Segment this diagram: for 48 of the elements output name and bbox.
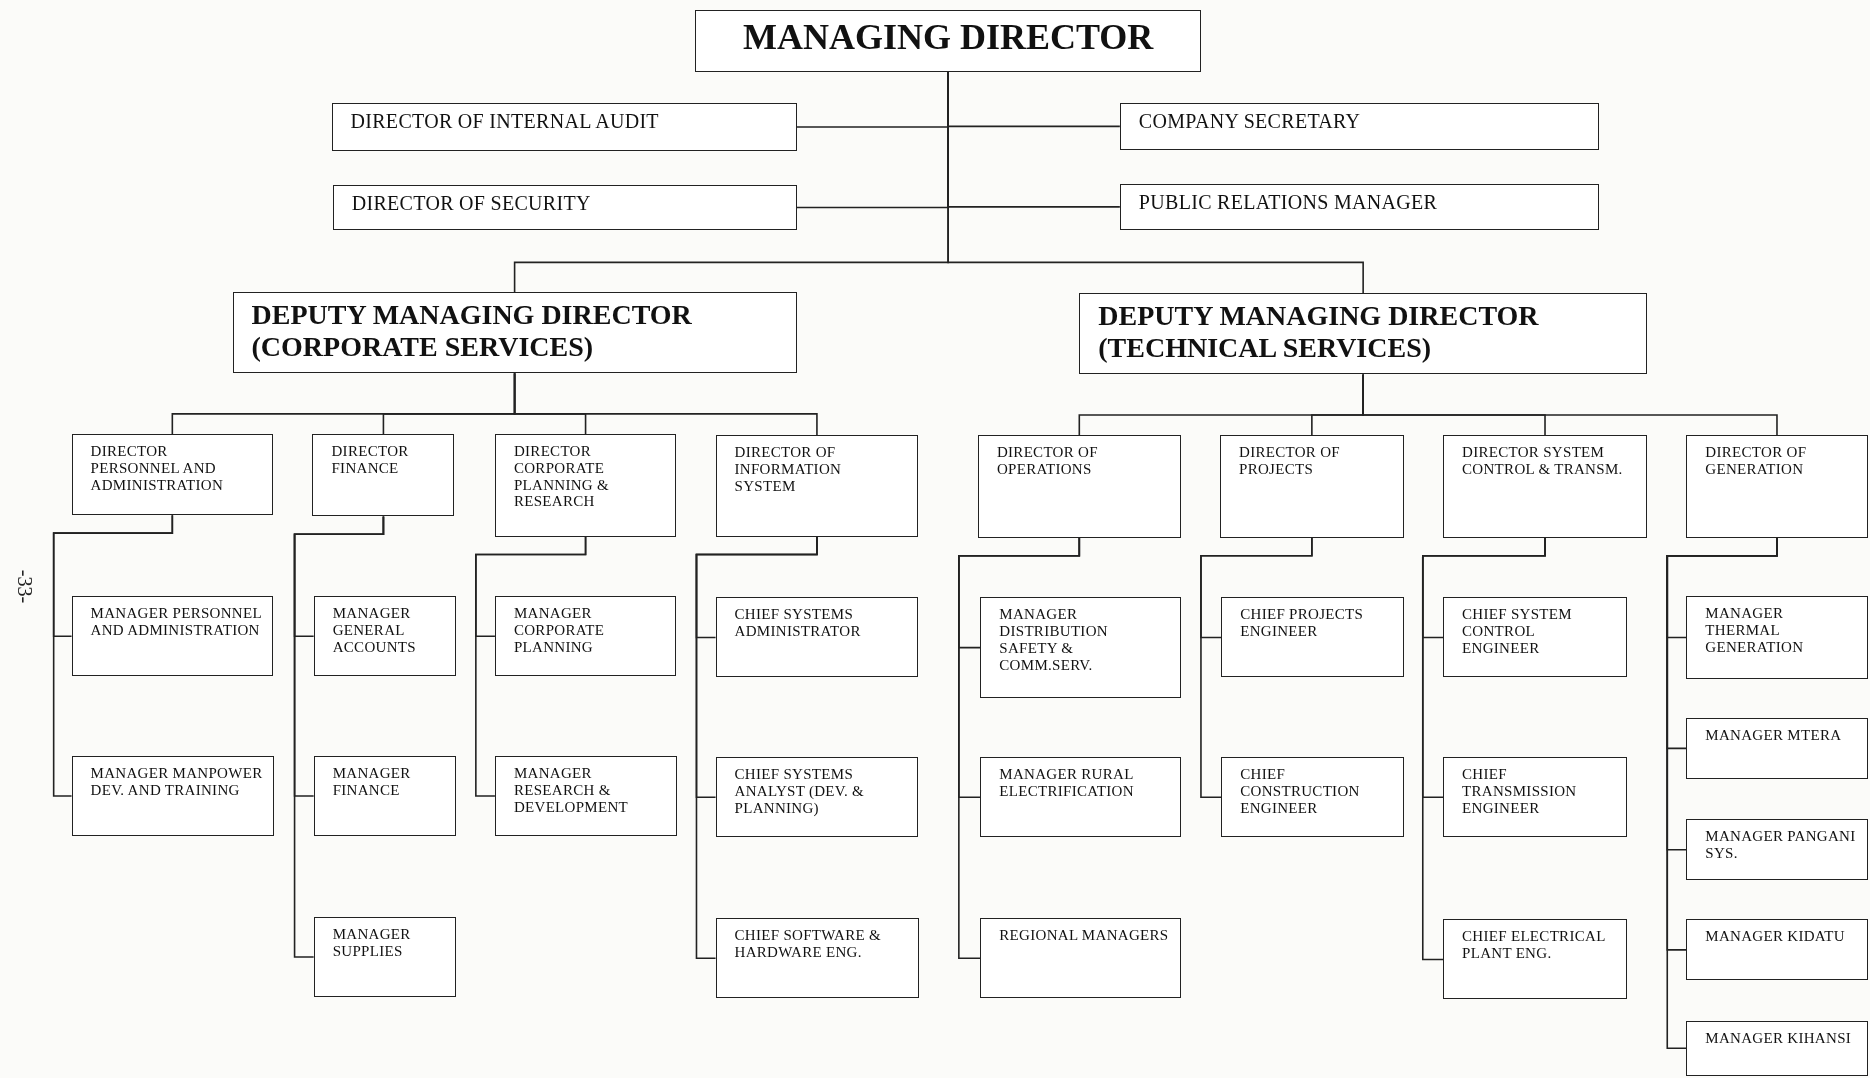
manager-box: MANAGER GENERAL ACCOUNTS	[313, 596, 456, 677]
manager-box: MANAGER DISTRIBUTION SAFETY & COMM.SERV.	[980, 597, 1181, 698]
manager-box: CHIEF SOFTWARE & HARDWARE ENG.	[715, 918, 920, 999]
office-box: DIRECTOR OF INTERNAL AUDIT	[331, 102, 797, 152]
manager-box: CHIEF SYSTEMS ANALYST (DEV. & PLANNING)	[715, 757, 919, 838]
director-box: DIRECTOR FINANCE	[312, 434, 455, 517]
office-box: PUBLIC RELATIONS MANAGER	[1119, 183, 1600, 231]
manager-box: MANAGER PERSONNEL AND ADMINISTRATION	[71, 596, 274, 677]
director-box: DIRECTOR OF GENERATION	[1686, 435, 1868, 538]
manager-box: CHIEF SYSTEM CONTROL ENGINEER	[1443, 597, 1627, 678]
director-box: DIRECTOR OF INFORMATION SYSTEM	[715, 435, 919, 537]
manager-box: MANAGER MANPOWER DEV. AND TRAINING	[71, 756, 275, 836]
director-box: DIRECTOR OF PROJECTS	[1220, 435, 1404, 538]
director-box: DIRECTOR OF OPERATIONS	[977, 435, 1181, 538]
manager-box: MANAGER PANGANI SYS.	[1686, 819, 1868, 881]
manager-box: MANAGER THERMAL GENERATION	[1686, 596, 1868, 679]
connector-line	[1362, 373, 1778, 437]
connector-line	[513, 372, 818, 437]
director-box: DIRECTOR CORPORATE PLANNING & RESEARCH	[494, 434, 677, 537]
manager-box: MANAGER SUPPLIES	[313, 917, 456, 997]
executive-box: MANAGING DIRECTOR	[695, 9, 1201, 72]
manager-box: CHIEF TRANSMISSION ENGINEER	[1443, 757, 1627, 838]
office-box: COMPANY SECRETARY	[1119, 102, 1600, 151]
manager-box: CHIEF PROJECTS ENGINEER	[1221, 597, 1404, 678]
connector-line	[1421, 537, 1546, 961]
manager-box: MANAGER MTERA	[1686, 717, 1868, 779]
manager-box: MANAGER KIHANSI	[1686, 1020, 1868, 1076]
connector-line	[695, 535, 818, 960]
deputy-box: DEPUTY MANAGING DIRECTOR (TECHNICAL SERVICES)	[1079, 293, 1647, 375]
connector-line	[52, 514, 174, 797]
manager-box: MANAGER RURAL ELECTRIFICATION	[980, 757, 1181, 838]
manager-box: MANAGER FINANCE	[313, 756, 456, 836]
director-box: DIRECTOR SYSTEM CONTROL & TRANSM.	[1443, 435, 1647, 538]
connector-line	[1200, 537, 1313, 799]
manager-box: CHIEF SYSTEMS ADMINISTRATOR	[715, 597, 919, 678]
manager-box: MANAGER RESEARCH & DEVELOPMENT	[494, 756, 678, 836]
manager-box: CHIEF CONSTRUCTION ENGINEER	[1221, 757, 1404, 838]
manager-box: MANAGER CORPORATE PLANNING	[494, 596, 677, 677]
deputy-box: DEPUTY MANAGING DIRECTOR (CORPORATE SERVICES)	[232, 292, 797, 374]
office-box: DIRECTOR OF SECURITY	[332, 184, 797, 231]
page-number: -33-	[13, 569, 37, 604]
director-box: DIRECTOR PERSONNEL AND ADMINISTRATION	[71, 434, 274, 516]
connector-line	[475, 535, 587, 797]
manager-box: MANAGER KIDATU	[1686, 919, 1868, 981]
manager-box: CHIEF ELECTRICAL PLANT ENG.	[1443, 919, 1627, 1000]
connector-line	[958, 537, 1081, 960]
connector-line	[293, 515, 385, 958]
manager-box: REGIONAL MANAGERS	[980, 918, 1181, 999]
